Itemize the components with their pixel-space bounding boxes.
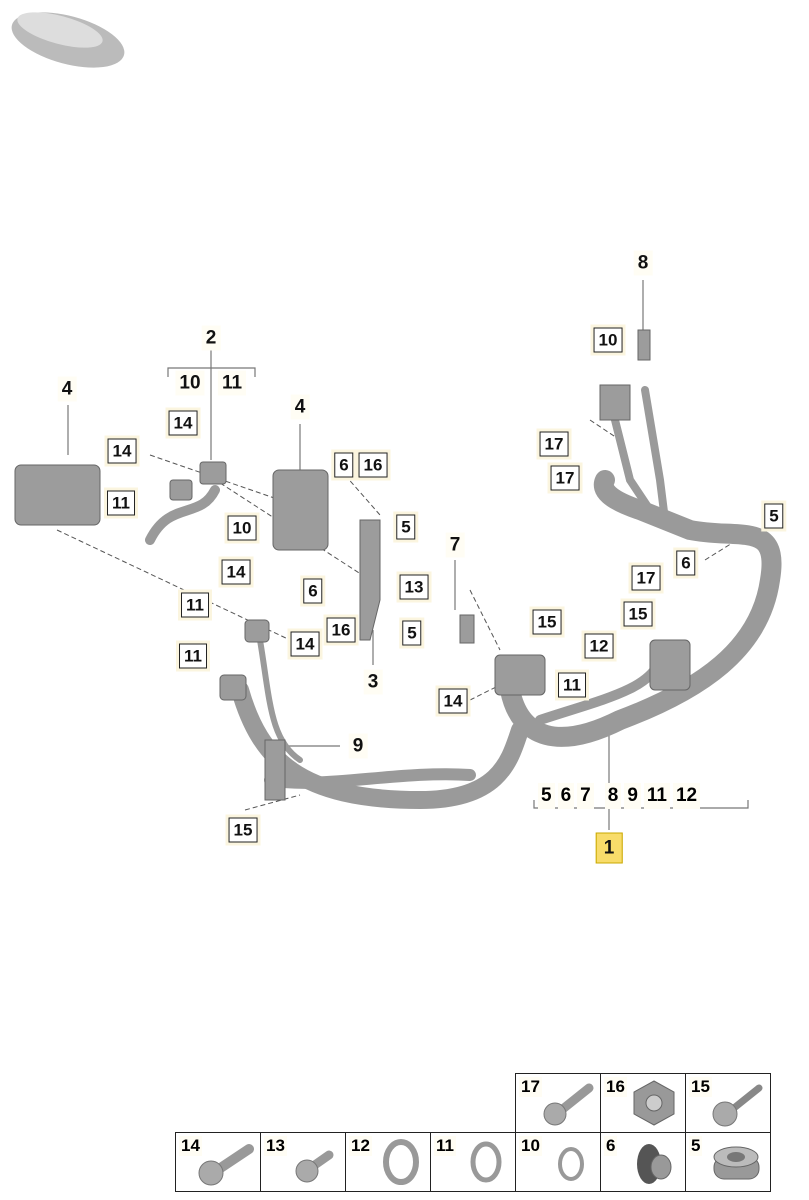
parts-table: 17 16 15 14 13 12 11 10 6 5 [175,1073,771,1192]
part-number: 5 [689,1136,703,1156]
part-number: 13 [264,1136,287,1156]
part-cell-12[interactable]: 12 [345,1132,431,1192]
callout-17[interactable]: 17 [550,465,580,491]
washer-icon [470,1141,502,1183]
callout-6[interactable]: 6 [676,550,696,576]
callout-13[interactable]: 13 [399,574,429,600]
part-cell-15[interactable]: 15 [685,1073,771,1133]
callout-15[interactable]: 15 [532,609,562,635]
part-cell-14[interactable]: 14 [175,1132,261,1192]
callout-2[interactable]: 2 [201,325,221,351]
callout-17[interactable]: 17 [539,431,569,457]
group-item[interactable]: 5 [538,783,555,809]
callout-5[interactable]: 5 [402,620,422,646]
callout-10[interactable]: 10 [593,327,623,353]
part-number: 16 [604,1077,627,1097]
hex-nut-icon [633,1080,675,1126]
washer-icon [383,1139,419,1185]
callout-4[interactable]: 4 [290,394,310,420]
callout-9[interactable]: 9 [348,733,368,759]
bushing-icon [713,1146,760,1180]
part-cell-13[interactable]: 13 [260,1132,346,1192]
group-item[interactable]: 6 [557,783,575,809]
callout-16[interactable]: 16 [358,452,388,478]
part-number: 10 [519,1136,542,1156]
part-cell-11[interactable]: 11 [430,1132,516,1192]
bolt-icon [295,1150,334,1183]
callout-12[interactable]: 12 [584,633,614,659]
group-item[interactable]: 11 [643,783,670,809]
callout-5[interactable]: 5 [396,514,416,540]
group-item[interactable]: 9 [624,783,641,809]
part-cell-10[interactable]: 10 [515,1132,601,1192]
callout-15[interactable]: 15 [228,817,258,843]
callout-11[interactable]: 11 [558,672,586,698]
callout-11[interactable]: 11 [107,490,135,516]
callout-group-1: 5 6 7 8 9 11 12 [538,783,701,809]
washer-icon [558,1147,584,1181]
bolt-icon [712,1084,763,1127]
callout-7[interactable]: 7 [445,532,465,558]
callout-14[interactable]: 14 [221,559,251,585]
callout-16[interactable]: 16 [326,617,356,643]
callout-4[interactable]: 4 [57,376,77,402]
callout-3[interactable]: 3 [363,669,383,695]
callout-6[interactable]: 6 [303,578,323,604]
callout-10[interactable]: 10 [227,515,257,541]
part-number: 11 [434,1136,456,1156]
callout-11[interactable]: 11 [217,370,247,396]
part-cell-5[interactable]: 5 [685,1132,771,1192]
callout-14[interactable]: 14 [438,688,468,714]
part-number: 14 [179,1136,202,1156]
callout-11[interactable]: 11 [179,643,207,669]
callout-17[interactable]: 17 [631,565,661,591]
part-number: 17 [519,1077,542,1097]
callout-11[interactable]: 11 [181,592,209,618]
callout-6[interactable]: 6 [334,452,354,478]
part-number: 12 [349,1136,372,1156]
callout-8[interactable]: 8 [633,250,653,276]
callout-10[interactable]: 10 [175,370,205,396]
part-number: 15 [689,1077,712,1097]
callout-15[interactable]: 15 [623,601,653,627]
car-icon [11,12,125,68]
callout-14[interactable]: 14 [168,410,198,436]
bolt-icon [543,1083,594,1126]
group-item[interactable]: 7 [577,783,594,809]
group-item[interactable]: 8 [604,783,622,809]
callout-1-highlighted[interactable]: 1 [595,832,623,864]
part-cell-16[interactable]: 16 [600,1073,686,1133]
bolt-icon [198,1144,254,1186]
callout-14[interactable]: 14 [290,631,320,657]
group-item[interactable]: 12 [672,783,701,809]
part-cell-6[interactable]: 6 [600,1132,686,1192]
callout-5[interactable]: 5 [764,503,784,529]
callout-14[interactable]: 14 [107,438,137,464]
part-cell-17[interactable]: 17 [515,1073,601,1133]
grommet-icon [637,1144,672,1184]
part-number: 6 [604,1136,618,1156]
